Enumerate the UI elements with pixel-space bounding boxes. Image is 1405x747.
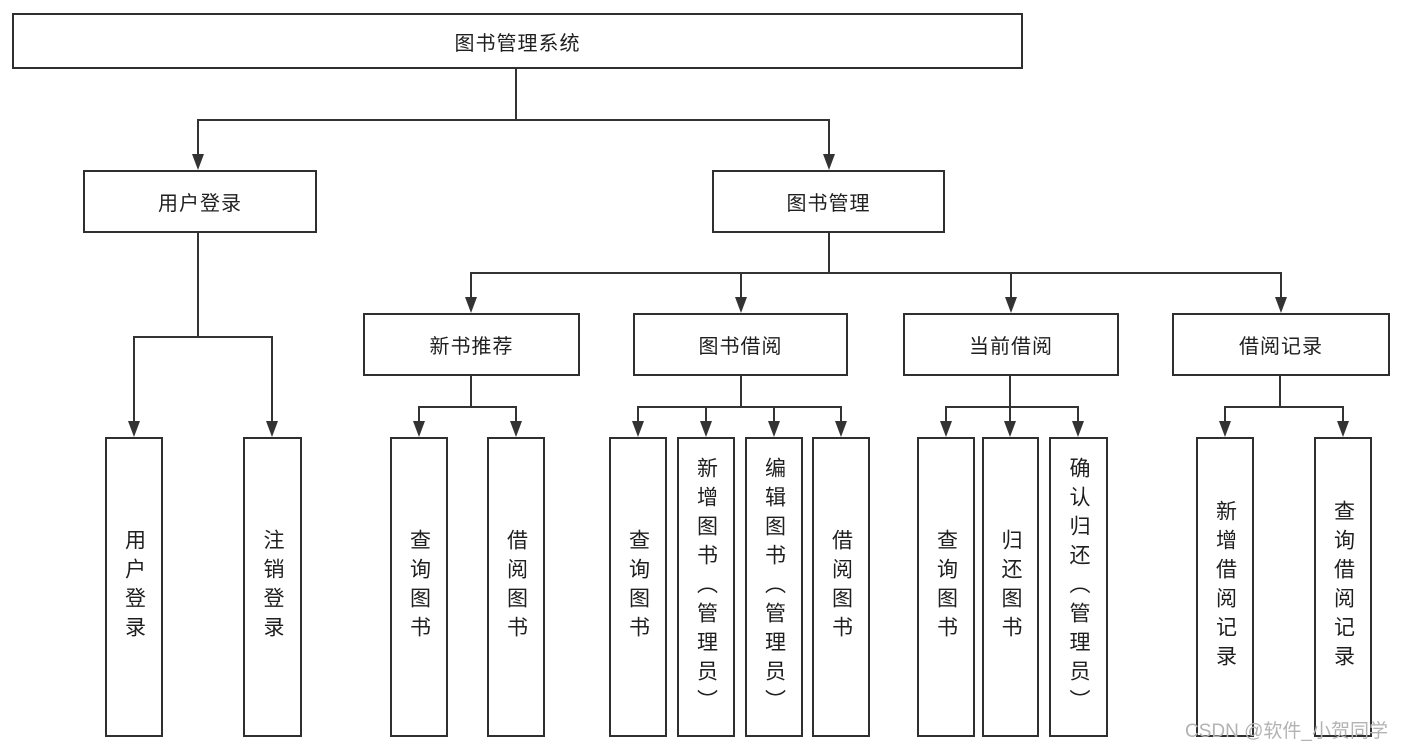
arrowhead-new-book-recommend [465, 297, 477, 313]
arrowhead-recommend-leaf2 [510, 421, 522, 437]
leaf-recommend-query-books: 查询图书 [390, 437, 448, 737]
arrowhead-current-leaf2 [1004, 421, 1016, 437]
leaf-label: 编辑图书（管理员） [762, 456, 786, 718]
leaf-label: 用户登录 [122, 529, 146, 645]
node-book-management: 图书管理 [712, 170, 945, 233]
connector-recommend-stem [470, 376, 472, 407]
node-new-book-recommend: 新书推荐 [363, 313, 580, 376]
connector-borrowing-leaf3 [773, 406, 775, 422]
connector-to-borrowing-records [1280, 272, 1282, 298]
arrowhead-leaf-logout [266, 421, 278, 437]
connector-borrowing-leaf4 [840, 406, 842, 422]
connector-records-stem [1279, 376, 1281, 407]
leaf-user-login: 用户登录 [105, 437, 163, 737]
leaf-borrowing-add-books-admin: 新增图书（管理员） [677, 437, 735, 737]
arrowhead-recommend-leaf1 [413, 421, 425, 437]
connector-recommend-bar [418, 406, 517, 408]
node-user-login: 用户登录 [83, 170, 317, 233]
node-book-borrowing: 图书借阅 [633, 313, 848, 376]
arrowhead-leaf-login [128, 421, 140, 437]
leaf-label: 查询图书 [934, 529, 958, 645]
leaf-borrowing-borrow-books: 借阅图书 [812, 437, 870, 737]
leaf-logout: 注销登录 [243, 437, 302, 737]
arrowhead-borrowing-leaf2 [700, 421, 712, 437]
leaf-label: 注销登录 [261, 529, 284, 645]
connector-user-login-bar [133, 336, 273, 338]
connector-to-book-borrowing [740, 272, 742, 298]
connector-book-management-bar [470, 272, 1281, 274]
leaf-borrowing-edit-books-admin: 编辑图书（管理员） [745, 437, 803, 737]
connector-to-leaf-logout [271, 336, 273, 422]
connector-book-management-stem [828, 232, 830, 273]
leaf-current-confirm-return-admin: 确认归还（管理员） [1049, 437, 1108, 737]
connector-borrowing-stem [740, 376, 742, 407]
connector-records-bar [1224, 406, 1344, 408]
connector-to-user-login [197, 119, 199, 156]
node-label: 图书管理 [786, 193, 871, 215]
connector-borrowing-leaf2 [705, 406, 707, 422]
connector-to-current-borrowing [1010, 272, 1012, 298]
leaf-label: 新增借阅记录 [1213, 500, 1237, 674]
leaf-label: 新增图书（管理员） [694, 456, 718, 718]
connector-root-stem [515, 69, 517, 120]
csdn-watermark: CSDN @软件_小贺同学 [1185, 721, 1388, 742]
connector-recommend-leaf2 [515, 406, 517, 422]
arrowhead-borrowing-leaf4 [835, 421, 847, 437]
node-label: 图书借阅 [698, 336, 783, 358]
node-library-management-system: 图书管理系统 [12, 13, 1023, 69]
connector-current-leaf1 [945, 406, 947, 422]
node-label: 用户登录 [158, 193, 242, 215]
arrowhead-borrowing-leaf1 [632, 421, 644, 437]
arrowhead-book-borrowing [735, 297, 747, 313]
node-label: 图书管理系统 [454, 32, 581, 55]
node-label: 当前借阅 [969, 336, 1053, 358]
arrowhead-user-login [192, 154, 204, 170]
arrowhead-borrowing-leaf3 [768, 421, 780, 437]
connector-records-leaf2 [1342, 406, 1344, 422]
leaf-records-query-record: 查询借阅记录 [1314, 437, 1372, 737]
connector-to-leaf-login [133, 336, 135, 422]
connector-root-bar [197, 119, 830, 121]
connector-borrowing-bar [637, 406, 842, 408]
leaf-label: 查询借阅记录 [1331, 500, 1355, 674]
arrowhead-current-leaf1 [940, 421, 952, 437]
arrowhead-current-leaf3 [1072, 421, 1084, 437]
leaf-label: 归还图书 [999, 529, 1022, 645]
leaf-borrowing-query-books: 查询图书 [609, 437, 667, 737]
connector-recommend-leaf1 [418, 406, 420, 422]
leaf-label: 借阅图书 [504, 529, 528, 645]
arrowhead-book-management [823, 154, 835, 170]
connector-to-book-management [828, 119, 830, 156]
node-label: 新书推荐 [429, 336, 514, 358]
leaf-label: 借阅图书 [829, 529, 853, 645]
connector-records-leaf1 [1224, 406, 1226, 422]
leaf-label: 查询图书 [626, 529, 650, 645]
connector-current-leaf2 [1009, 406, 1011, 422]
connector-borrowing-leaf1 [637, 406, 639, 422]
connector-user-login-stem [197, 233, 199, 337]
arrowhead-records-leaf1 [1219, 421, 1231, 437]
connector-current-bar [945, 406, 1079, 408]
leaf-label: 查询图书 [407, 529, 431, 645]
connector-to-new-book-recommend [470, 272, 472, 298]
leaf-current-return-books: 归还图书 [982, 437, 1039, 737]
connector-current-leaf3 [1077, 406, 1079, 422]
arrowhead-current-borrowing [1005, 297, 1017, 313]
connector-current-stem [1009, 376, 1011, 407]
node-current-borrowing: 当前借阅 [903, 313, 1119, 376]
arrowhead-borrowing-records [1275, 297, 1287, 313]
node-borrowing-records: 借阅记录 [1172, 313, 1390, 376]
leaf-label: 确认归还（管理员） [1067, 456, 1090, 718]
leaf-records-add-record: 新增借阅记录 [1196, 437, 1254, 737]
leaf-recommend-borrow-books: 借阅图书 [487, 437, 545, 737]
arrowhead-records-leaf2 [1337, 421, 1349, 437]
leaf-current-query-books: 查询图书 [917, 437, 975, 737]
node-label: 借阅记录 [1239, 336, 1323, 358]
